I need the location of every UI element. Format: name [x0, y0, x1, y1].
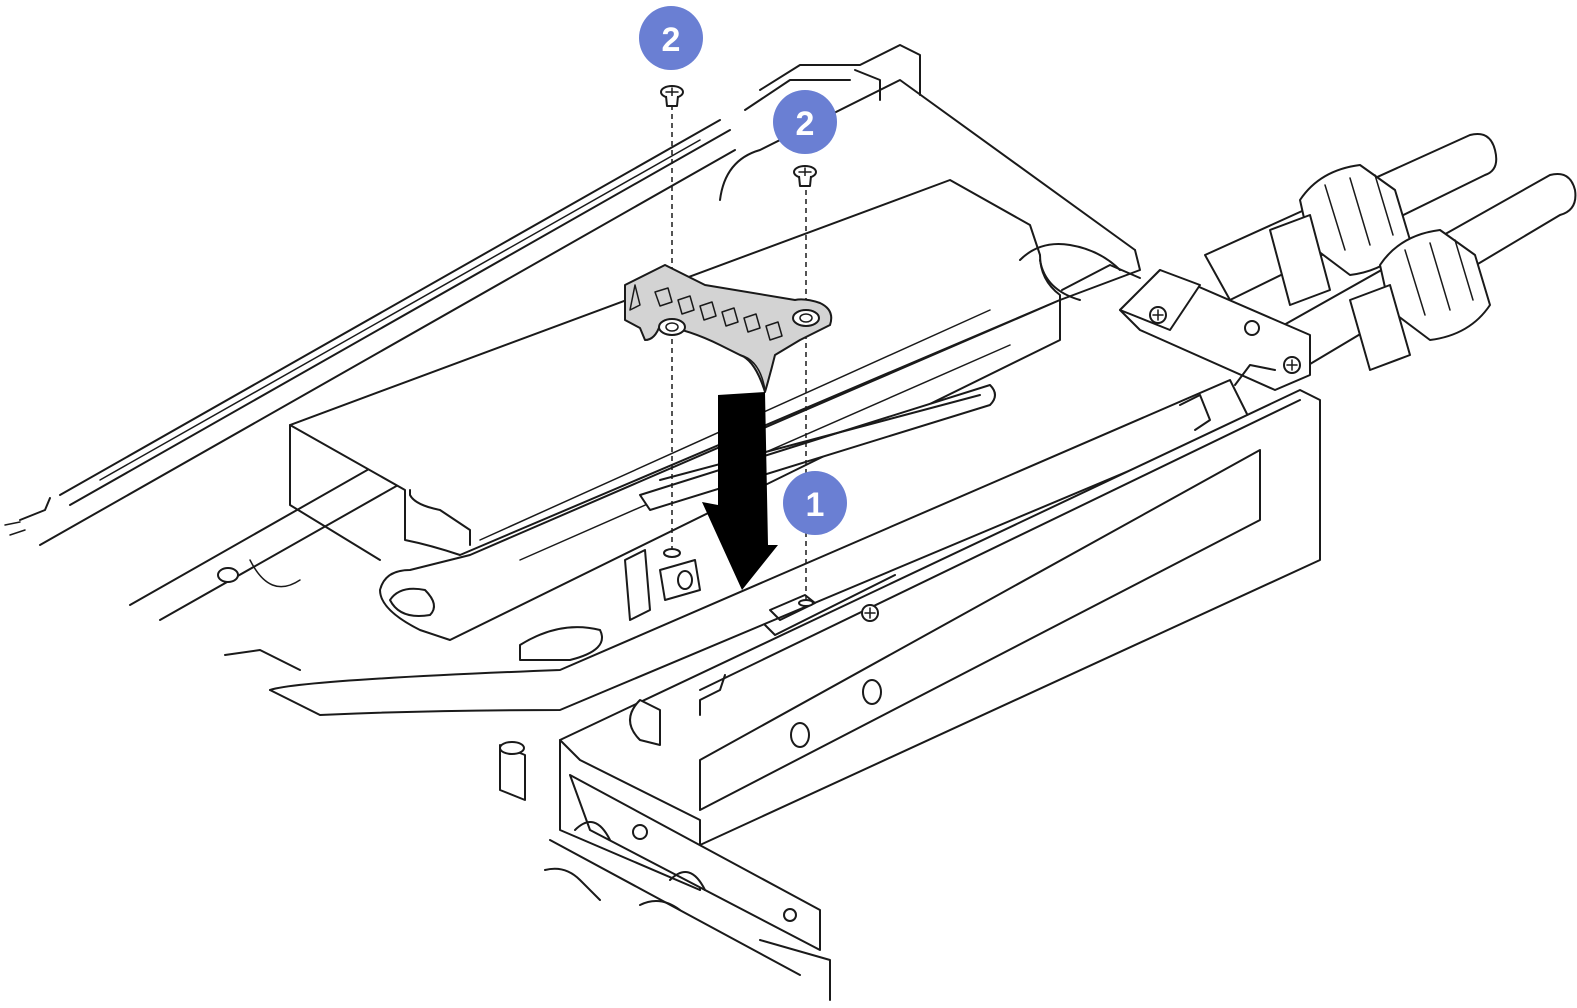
front-cage: [559, 364, 1321, 891]
svg-text:2: 2: [662, 21, 681, 59]
rear-frame: [719, 44, 1141, 301]
svg-text:2: 2: [796, 105, 815, 143]
screw-guide-lines: [671, 105, 807, 600]
bracket-icon: [624, 264, 833, 393]
screw-icon: [660, 85, 684, 107]
screw-icon: [793, 165, 817, 187]
callout-step-2-left: 2: [639, 6, 703, 70]
hose-holder-assembly: [1061, 264, 1311, 391]
callout-step-2-right: 2: [773, 90, 837, 154]
down-arrow-icon: [702, 392, 778, 590]
callout-step-1: 1: [783, 471, 847, 535]
lower-grill: [499, 741, 831, 1001]
bracket-post: [624, 548, 896, 636]
hose-connectors: [1204, 133, 1577, 371]
svg-text:1: 1: [806, 486, 825, 524]
